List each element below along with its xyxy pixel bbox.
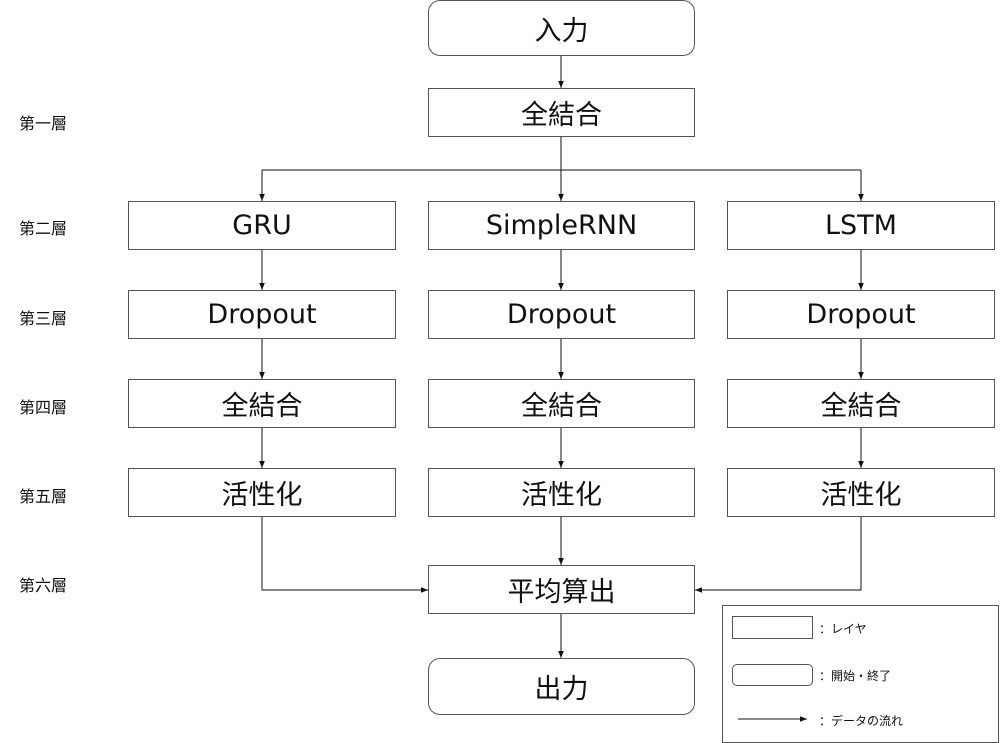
layer-label-1: 第一層 <box>19 114 68 133</box>
simplernn-node: SimpleRNN <box>428 201 695 250</box>
dense-node-layer1: 全結合 <box>428 88 695 137</box>
legend-arrow-icon <box>738 716 807 722</box>
average-node: 平均算出 <box>428 565 695 614</box>
dropout-node-left: Dropout <box>128 290 396 339</box>
gru-node: GRU <box>128 201 396 250</box>
activation-node-left: 活性化 <box>128 468 396 517</box>
legend: ：レイヤ ：開始・終了 ：データの流れ <box>722 605 999 743</box>
dropout-node-center: Dropout <box>428 290 695 339</box>
layer-label-5: 第五層 <box>19 487 68 506</box>
input-node: 入力 <box>428 0 695 56</box>
layer-label-3: 第三層 <box>19 309 68 328</box>
layer-label-2: 第二層 <box>19 219 68 238</box>
legend-layer-label: ：レイヤ <box>819 622 867 636</box>
activation-node-center: 活性化 <box>428 468 695 517</box>
layer-label-6: 第六層 <box>19 576 68 595</box>
dense-node-center: 全結合 <box>428 379 695 428</box>
arrow-activation-left-to-average <box>261 517 428 593</box>
legend-terminal-label: ：開始・終了 <box>819 669 892 683</box>
legend-terminal-swatch <box>732 664 813 686</box>
legend-flow-label: ：データの流れ <box>819 714 904 728</box>
dense-node-right: 全結合 <box>727 379 995 428</box>
legend-layer-swatch <box>732 616 813 639</box>
activation-node-right: 活性化 <box>727 468 995 517</box>
layer-label-4: 第四層 <box>19 398 68 417</box>
dense-node-left: 全結合 <box>128 379 396 428</box>
lstm-node: LSTM <box>727 201 995 250</box>
output-node: 出力 <box>428 658 695 715</box>
dropout-node-right: Dropout <box>727 290 995 339</box>
arrow-activation-right-to-average <box>695 517 862 593</box>
